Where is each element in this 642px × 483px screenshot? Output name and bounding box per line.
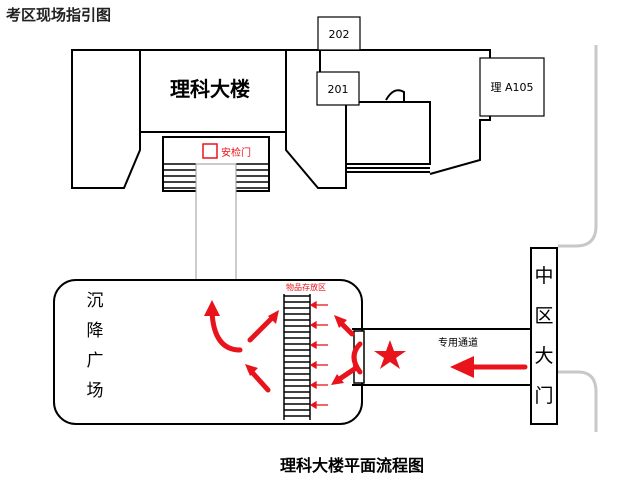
storage-area-label: 物品存放区 (286, 282, 326, 292)
flow-arrow-down-right (335, 365, 359, 383)
security-gate-label: 安检门 (221, 146, 251, 159)
building-east-wall (320, 49, 491, 175)
building-east-room (345, 101, 431, 165)
plan-title: 理科大楼平面流程图 (280, 456, 425, 475)
flow-arrows (209, 309, 528, 393)
main-gate-box (530, 247, 558, 425)
room-202-box (317, 16, 361, 51)
passage-label: 专用通道 (438, 336, 478, 349)
room-201-label: 201 (328, 83, 349, 96)
science-building (71, 49, 491, 189)
walkway (195, 163, 237, 281)
flow-arrow-upper-left (247, 315, 275, 343)
building-name: 理科大楼 (170, 77, 250, 101)
entrance-stairs (163, 163, 269, 189)
flow-arrow-bracket (351, 341, 363, 375)
building-left-wing (71, 49, 141, 189)
star-icon (374, 340, 406, 369)
room-202-label: 202 (329, 28, 350, 41)
plaza-name-char: 沉 (87, 291, 104, 311)
flow-arrow-lower-left (247, 367, 271, 393)
storage-rack (283, 294, 311, 420)
building-right-wing (285, 49, 347, 189)
main-gate-char: 大 (534, 345, 553, 367)
road-line-upper (558, 45, 598, 248)
plaza-name-char: 场 (87, 381, 104, 401)
flow-arrowheads (204, 300, 474, 385)
room-a105-box (479, 57, 545, 117)
main-gate-char: 门 (534, 385, 553, 407)
security-gate-icon (202, 143, 218, 159)
plaza-name-char: 广 (87, 351, 104, 371)
room-201-box (316, 71, 360, 106)
main-gate-char: 区 (534, 305, 553, 327)
flow-arrow-exit (209, 309, 243, 353)
building-east-stair (385, 89, 405, 102)
page-title: 考区现场指引图 (6, 6, 112, 24)
room-a105-label: 理 A105 (490, 81, 533, 94)
road-line-lower (558, 370, 598, 432)
special-passage (352, 328, 531, 386)
main-gate-char: 中 (534, 265, 553, 287)
plaza-name-char: 降 (87, 321, 104, 341)
storage-arrows (309, 300, 328, 410)
